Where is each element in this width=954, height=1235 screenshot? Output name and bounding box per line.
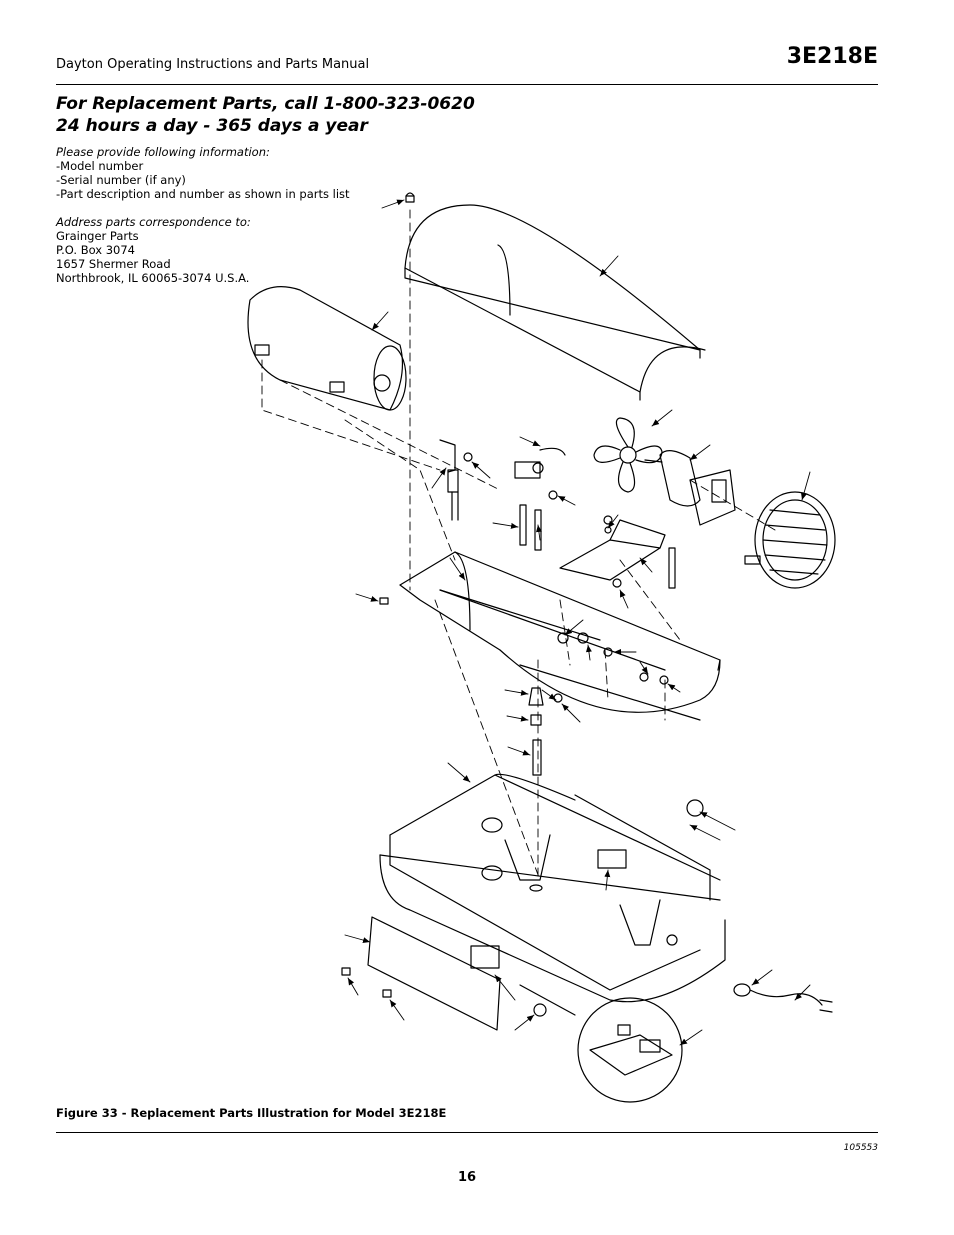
combustion-chamber [247,286,407,411]
circuit-board-callout [519,984,683,1103]
control-panel [341,916,547,1031]
footer-divider [56,1132,878,1133]
support-rods [519,504,676,589]
provide-item: -Part description and number as shown in… [56,187,350,201]
provide-item: -Serial number (if any) [56,173,186,187]
lower-shell [399,551,721,721]
figure-code: 105553 [843,1143,878,1153]
nozzle-assembly [528,687,544,776]
power-cord [733,983,833,1013]
model-number: 3E218E [786,44,878,69]
motor-assembly [644,450,736,526]
address-block: Address parts correspondence to: Grainge… [56,215,251,285]
address-line: P.O. Box 3074 [56,243,135,257]
provide-info-block: Please provide following information: -M… [56,145,350,201]
center-bracket [559,519,666,588]
manual-title: Dayton Operating Instructions and Parts … [56,57,370,72]
provide-item: -Model number [56,159,144,173]
hours-heading: 24 hours a day - 365 days a year [56,116,368,136]
address-intro: Address parts correspondence to: [56,215,251,229]
fan-blade [593,417,663,493]
address-line: Northbrook, IL 60065-3074 U.S.A. [56,271,250,285]
page-number: 16 [458,1170,477,1185]
provide-intro: Please provide following information: [56,145,270,159]
assembly-dashed-lines [261,209,776,881]
address-line: 1657 Shermer Road [56,257,171,271]
photocell-bracket [514,447,566,479]
top-screw [405,192,415,203]
leader-arrows [344,199,811,1046]
rear-fan-guard [744,491,836,589]
figure-caption: Figure 33 - Replacement Parts Illustrati… [56,1106,447,1120]
header-divider [56,84,878,85]
upper-shell [404,204,706,401]
igniter-bracket [439,439,459,521]
replacement-parts-heading: For Replacement Parts, call 1-800-323-06… [56,94,475,114]
address-line: Grainger Parts [56,229,139,243]
fuel-tank-base [379,773,726,1003]
